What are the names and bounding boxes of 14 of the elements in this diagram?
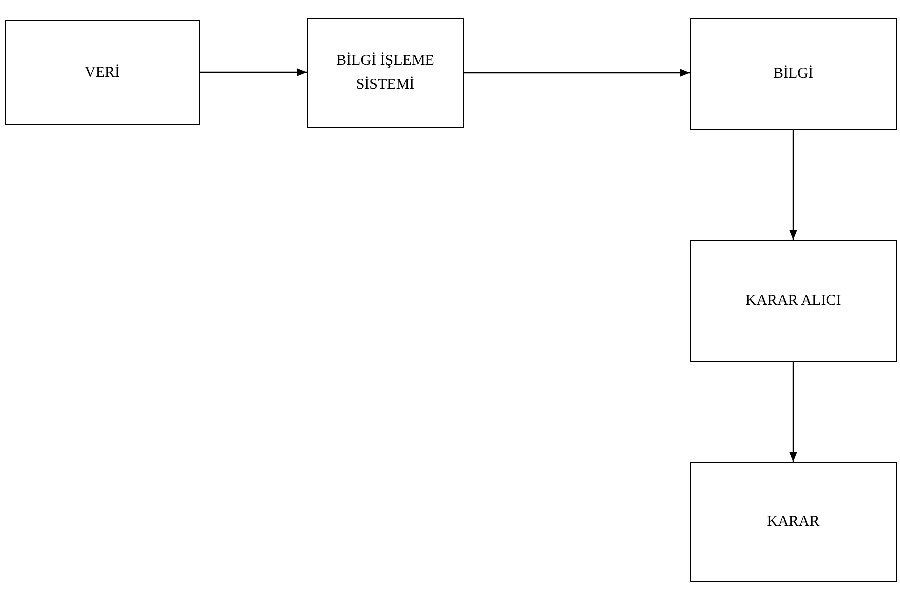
process-box [307, 18, 464, 128]
process-box [690, 240, 897, 362]
arrow [464, 69, 690, 77]
process-box [690, 18, 897, 130]
box-label: BİLGİ [774, 64, 814, 84]
box-label: BİLGİ İŞLEME SİSTEMİ [336, 52, 436, 95]
process-box [690, 462, 897, 582]
arrow [790, 130, 798, 240]
arrow [790, 362, 798, 462]
process-box [5, 20, 200, 125]
box-label: VERİ [85, 64, 120, 82]
arrow [200, 68, 307, 76]
box-label: KARAR [767, 513, 820, 532]
box-label: KARAR ALICI [746, 292, 842, 311]
